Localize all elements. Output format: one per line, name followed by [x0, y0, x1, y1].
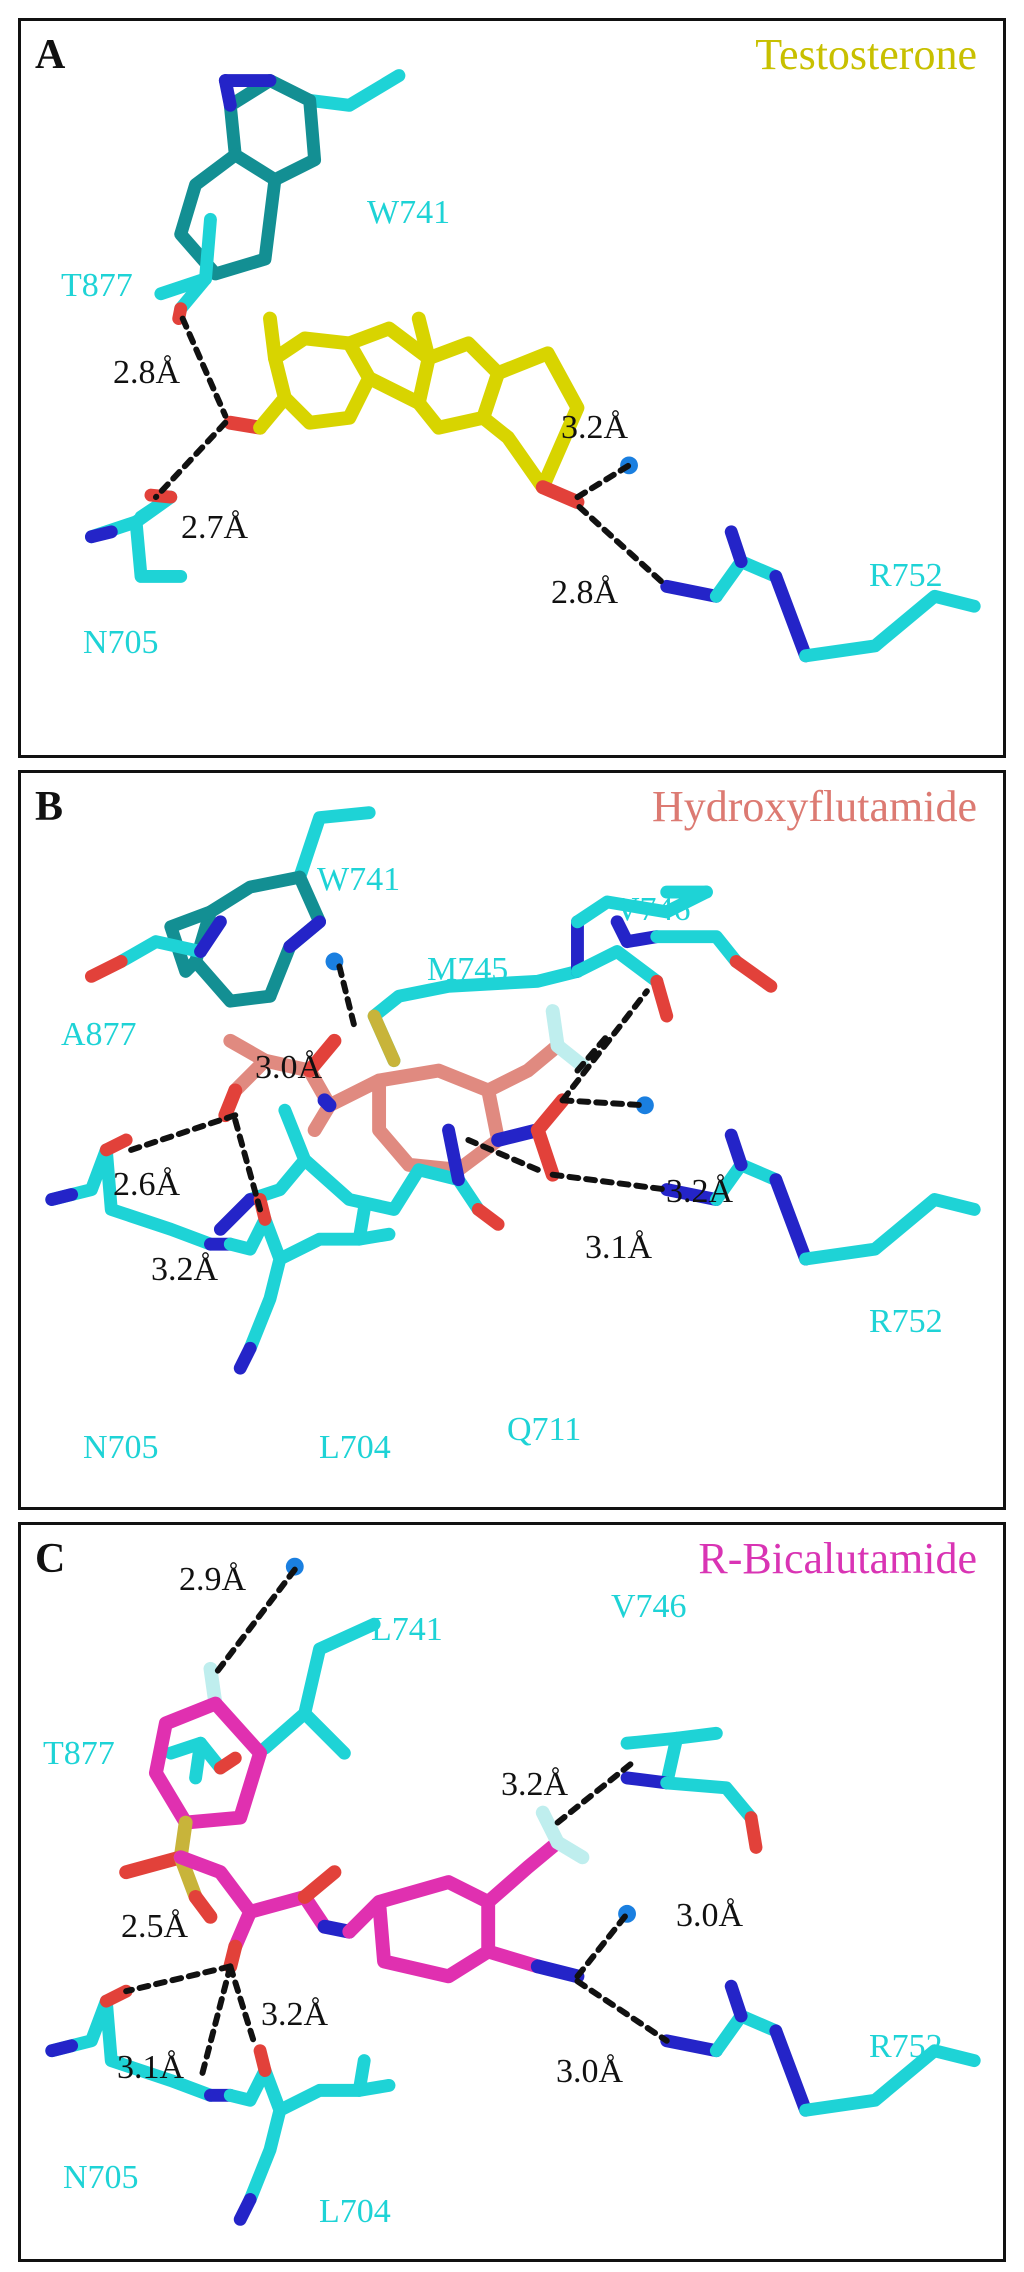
panel-b: B Hydroxyflutamide W741 V746 M745 A877 R…	[18, 770, 1006, 1510]
hydroxyflutamide-sticks	[218, 1004, 590, 1182]
distance-label: 3.0Å	[676, 1897, 744, 1934]
residue-label: R752	[869, 557, 943, 594]
distance-label: 3.2Å	[261, 1996, 329, 2033]
panel-letter: C	[35, 1536, 66, 1582]
distance-label: 3.0Å	[255, 1049, 323, 1086]
panel-letter: A	[35, 32, 66, 78]
r752-sticks	[660, 525, 981, 663]
residue-label: M745	[427, 951, 509, 988]
panel-c-structure	[45, 1557, 981, 2226]
distance-label: 3.1Å	[117, 2049, 185, 2086]
w741-sticks	[174, 69, 406, 281]
residue-label: T877	[43, 1735, 115, 1772]
testosterone-sticks	[223, 311, 585, 510]
distance-label: 2.7Å	[181, 509, 249, 546]
n705-l704-sticks	[45, 1984, 396, 2226]
r752-sticks	[660, 1979, 981, 2117]
distance-label: 3.2Å	[151, 1251, 219, 1288]
distance-label: 3.2Å	[501, 1766, 569, 1803]
residue-label: T877	[61, 267, 133, 304]
distance-label: 3.0Å	[556, 2053, 624, 2090]
distance-label: 2.5Å	[121, 1908, 189, 1945]
residue-label: V746	[611, 1588, 687, 1625]
residue-label: L741	[371, 1611, 443, 1648]
residue-label: A877	[61, 1016, 137, 1053]
a877-sticks	[84, 915, 227, 983]
residue-label: L704	[319, 1429, 391, 1466]
distance-label: 2.8Å	[113, 354, 181, 391]
t877-sticks	[164, 1736, 242, 1785]
residue-label: W741	[367, 194, 451, 231]
distance-label: 2.8Å	[551, 574, 619, 611]
panel-letter: B	[35, 784, 64, 830]
distance-label: 3.1Å	[585, 1229, 653, 1266]
panel-a-structure	[84, 69, 981, 663]
residue-label: L704	[319, 2193, 391, 2230]
distance-label: 3.2Å	[666, 1173, 734, 1210]
residue-label: V746	[615, 891, 691, 928]
l741-sticks	[258, 1617, 381, 1760]
residue-label: R752	[869, 2028, 943, 2065]
distance-label: 2.6Å	[113, 1166, 181, 1203]
residue-label: R752	[869, 1303, 943, 1340]
hbonds-c	[123, 1566, 670, 2084]
residue-label: W741	[317, 861, 401, 898]
n705-sticks	[84, 488, 188, 583]
v746-sticks	[620, 1726, 763, 1854]
ligand-name: Testosterone	[755, 30, 977, 79]
hbonds-a	[152, 315, 670, 590]
bicalutamide-sticks	[119, 1661, 590, 1984]
distance-label: 2.9Å	[179, 1561, 247, 1598]
distance-label: 3.2Å	[561, 409, 629, 446]
q711-sticks	[213, 1103, 505, 1236]
n705-l704-sticks	[45, 1133, 396, 1375]
residue-label: N705	[83, 624, 159, 661]
panel-a: A Testosterone W741 T877 N705 R752 2.8Å …	[18, 18, 1006, 758]
ligand-name: Hydroxyflutamide	[651, 782, 977, 831]
panel-b-structure	[45, 806, 981, 1375]
hbonds-b	[128, 963, 670, 1213]
residue-label: N705	[83, 1429, 159, 1466]
ligand-name: R-Bicalutamide	[698, 1534, 977, 1583]
panel-c: C R-Bicalutamide L741 V746 T877 R752 N70…	[18, 1522, 1006, 2262]
t877-sticks	[154, 212, 217, 326]
residue-label: N705	[63, 2159, 139, 2196]
m745-v746-sticks	[367, 885, 778, 1068]
r752-sticks	[660, 1128, 981, 1266]
residue-label: Q711	[507, 1411, 582, 1448]
water-molecule	[635, 1096, 654, 1115]
